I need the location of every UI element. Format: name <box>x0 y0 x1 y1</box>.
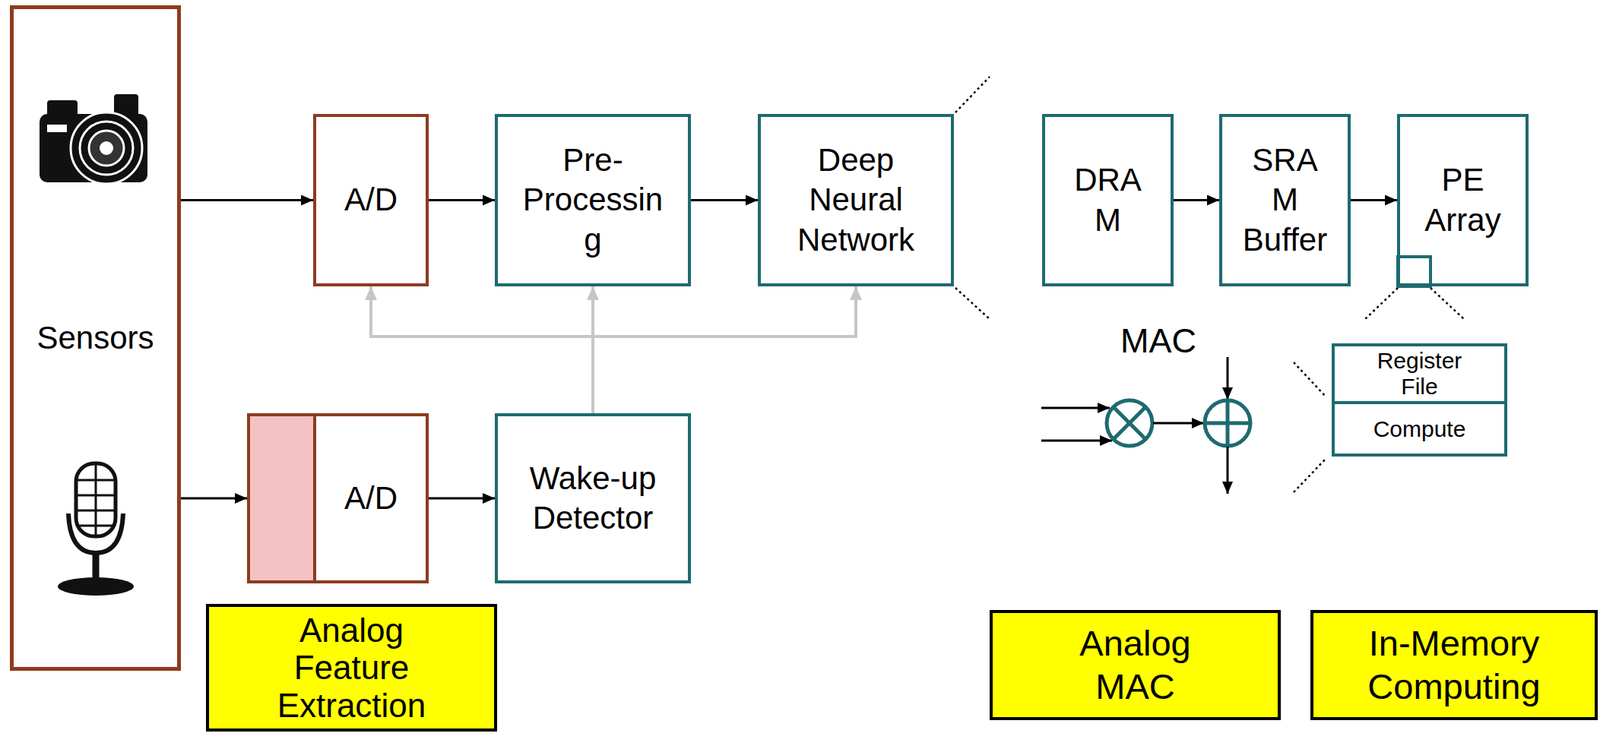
zoom-line <box>1293 458 1327 493</box>
microphone-icon <box>57 463 134 596</box>
camera-lens <box>79 121 134 175</box>
camera-icon <box>39 94 148 184</box>
node-label: SRA M Buffer <box>1241 140 1329 261</box>
mic-grid <box>95 465 98 536</box>
multiplier-symbol <box>1113 407 1146 440</box>
mic-base <box>57 577 134 596</box>
highlight-box: Analog MAC <box>989 610 1281 721</box>
camera-lens <box>88 130 124 166</box>
adder-symbol <box>1226 400 1230 447</box>
process-box: Deep Neural Network <box>757 114 954 287</box>
zoom-line <box>955 76 990 113</box>
highlight-box: In-Memory Computing <box>1310 610 1598 721</box>
pe-cell <box>1397 256 1431 287</box>
symbol-label: MAC <box>1082 322 1235 361</box>
multiplier-symbol <box>1113 407 1146 440</box>
sensor-group: Sensors <box>9 5 181 672</box>
register-box: Register File <box>1331 343 1508 405</box>
memory-box: DRA M <box>1042 114 1174 287</box>
highlight-box: Analog Feature Extraction <box>205 604 498 732</box>
converter-box: A/D <box>313 114 429 287</box>
mac-input <box>1041 440 1113 443</box>
signal-arrow <box>428 199 495 202</box>
node-label: Register File <box>1376 348 1464 400</box>
node-label: Wake-up Detector <box>529 459 658 539</box>
mac-wire <box>1226 357 1230 400</box>
camera-lens <box>99 141 114 156</box>
adder-symbol <box>1204 400 1251 447</box>
node-label: Deep Neural Network <box>796 140 916 261</box>
multiplier-symbol <box>1106 400 1153 447</box>
node-label: DRA M <box>1073 160 1143 241</box>
converter-box: A/D <box>247 413 429 584</box>
signal-arrow <box>1173 199 1220 202</box>
node-label: Analog MAC <box>1078 622 1192 709</box>
mac-output <box>1226 446 1230 495</box>
node-label: A/D <box>343 180 400 221</box>
signal-arrow <box>180 199 314 202</box>
mac-input <box>1041 407 1110 410</box>
analog-front-end <box>250 416 317 581</box>
signal-arrow <box>180 497 248 501</box>
node-label: Compute <box>1372 416 1467 443</box>
mac-wire <box>1153 422 1204 425</box>
node-label: Sensors <box>35 318 156 359</box>
node-label: PE Array <box>1423 160 1502 241</box>
mic-holder <box>68 513 124 554</box>
process-box: Wake-up Detector <box>494 413 691 584</box>
node-label: A/D <box>343 478 400 520</box>
signal-arrow <box>428 497 495 501</box>
signal-arrow <box>1350 199 1398 202</box>
mac-symbol <box>1041 357 1251 495</box>
memory-box: SRA M Buffer <box>1219 114 1351 287</box>
control-connector <box>592 286 856 414</box>
signal-arrow <box>690 199 758 202</box>
process-box: PE Array <box>1397 114 1529 287</box>
mic-head <box>76 463 116 537</box>
camera-lens <box>70 112 143 184</box>
zoom-line <box>1365 288 1398 320</box>
zoom-line <box>1430 288 1464 320</box>
node-label: Pre- Processin g <box>522 140 665 261</box>
compute-box: Compute <box>1331 401 1508 457</box>
control-connector <box>370 286 593 414</box>
process-box: Pre- Processin g <box>494 114 691 287</box>
node-label: Analog Feature Extraction <box>276 611 428 725</box>
camera-flash <box>47 124 67 133</box>
zoom-line <box>955 288 990 320</box>
node-label: In-Memory Computing <box>1366 622 1542 709</box>
zoom-line <box>1293 362 1327 398</box>
